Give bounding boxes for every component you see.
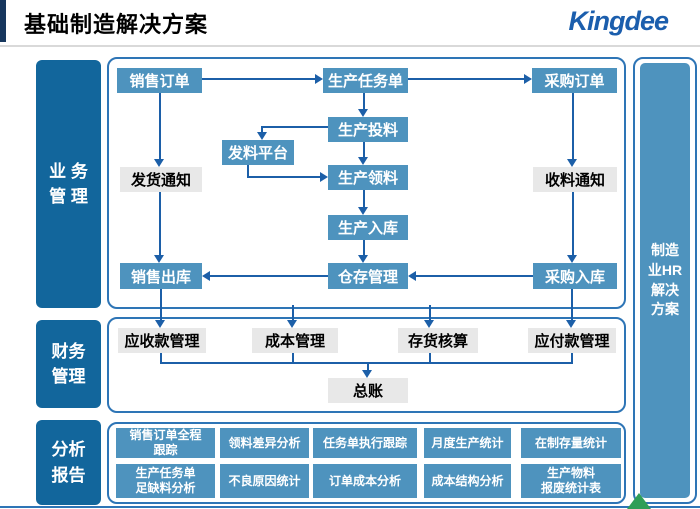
arrowhead (358, 157, 368, 165)
arrow-segment (159, 93, 161, 159)
arrow-segment (160, 353, 162, 364)
page-title: 基础制造解决方案 (24, 12, 209, 37)
hr-solution-box: 制造 业HR 解决 方案 (640, 63, 690, 498)
arrow-segment (363, 93, 365, 109)
arrowhead (358, 255, 368, 263)
report-sales-order-tracking: 销售订单全程 跟踪 (116, 428, 215, 458)
header-divider (0, 45, 700, 47)
sidebar-item-finance-management: 财务 管理 (36, 320, 101, 408)
finance-node-general-ledger: 总账 (328, 378, 408, 403)
report-order-cost-analysis: 订单成本分析 (313, 464, 417, 498)
arrow-segment (159, 192, 161, 255)
arrow-segment (247, 176, 320, 178)
arrow-segment (160, 362, 573, 364)
arrow-segment (261, 126, 263, 133)
green-triangle-icon (627, 493, 651, 509)
arrowhead (155, 320, 165, 328)
arrowhead (567, 159, 577, 167)
flow-node-purchase-inbound: 采购入库 (533, 263, 617, 289)
flow-node-production-feeding: 生产投料 (328, 117, 408, 142)
sidebar-item-business-management: 业 务 管 理 (36, 60, 101, 308)
footer-line (0, 506, 700, 508)
flow-node-production-task-order: 生产任务单 (323, 68, 408, 93)
arrow-segment (572, 192, 574, 255)
arrow-segment (429, 353, 431, 364)
arrowhead (154, 255, 164, 263)
finance-node-cost-management: 成本管理 (252, 328, 338, 353)
arrow-segment (416, 275, 533, 277)
arrowhead (257, 132, 267, 140)
report-defect-cause-stats: 不良原因统计 (220, 464, 309, 498)
flow-node-warehouse-management: 仓存管理 (328, 263, 408, 289)
finance-node-inventory-accounting: 存货核算 (398, 328, 478, 353)
arrow-segment (292, 305, 294, 320)
arrow-segment (571, 353, 573, 364)
flow-node-sales-order: 销售订单 (117, 68, 202, 93)
arrowhead (358, 207, 368, 215)
arrowhead (424, 320, 434, 328)
report-picking-variance-analysis: 领料差异分析 (220, 428, 309, 458)
report-task-order-execution-tracking: 任务单执行跟踪 (313, 428, 417, 458)
flow-node-delivery-notice: 发货通知 (120, 167, 202, 192)
report-wip-inventory-stats: 在制存量统计 (521, 428, 621, 458)
arrow-segment (572, 93, 574, 159)
flow-node-sales-outbound: 销售出库 (120, 263, 202, 289)
kingdee-logo: Kingdee (568, 6, 669, 36)
arrow-segment (292, 353, 294, 364)
arrowhead (202, 271, 210, 281)
finance-node-receivables: 应收款管理 (118, 328, 206, 353)
arrow-segment (247, 165, 249, 178)
flow-node-receipt-notice: 收料通知 (533, 167, 617, 192)
arrowhead (358, 109, 368, 117)
flow-node-purchase-order: 采购订单 (532, 68, 617, 93)
arrow-segment (367, 362, 369, 370)
arrow-segment (363, 142, 365, 157)
arrowhead (154, 159, 164, 167)
arrow-segment (429, 305, 431, 320)
arrow-segment (571, 289, 573, 320)
arrowhead (524, 74, 532, 84)
arrowhead (320, 172, 328, 182)
sidebar-item-analysis-report: 分析 报告 (36, 420, 101, 505)
arrow-segment (202, 78, 315, 80)
report-material-scrap-stats: 生产物料 报废统计表 (521, 464, 621, 498)
arrow-segment (160, 289, 162, 320)
arrowhead (566, 320, 576, 328)
flow-node-production-picking: 生产领料 (328, 165, 408, 190)
arrow-segment (408, 78, 524, 80)
arrow-segment (261, 126, 328, 128)
report-cost-structure-analysis: 成本结构分析 (424, 464, 511, 498)
report-task-order-shortage-analysis: 生产任务单 足缺料分析 (116, 464, 215, 498)
arrowhead (362, 370, 372, 378)
flow-node-issue-platform: 发料平台 (222, 140, 294, 165)
arrowhead (567, 255, 577, 263)
arrowhead (408, 271, 416, 281)
arrowhead (287, 320, 297, 328)
arrow-segment (210, 275, 328, 277)
arrow-segment (363, 190, 365, 207)
arrowhead (315, 74, 323, 84)
arrow-segment (363, 240, 365, 255)
title-accent-bar (0, 0, 6, 42)
report-monthly-production-stats: 月度生产统计 (424, 428, 511, 458)
flow-node-production-inbound: 生产入库 (328, 215, 408, 240)
finance-node-payables: 应付款管理 (528, 328, 616, 353)
